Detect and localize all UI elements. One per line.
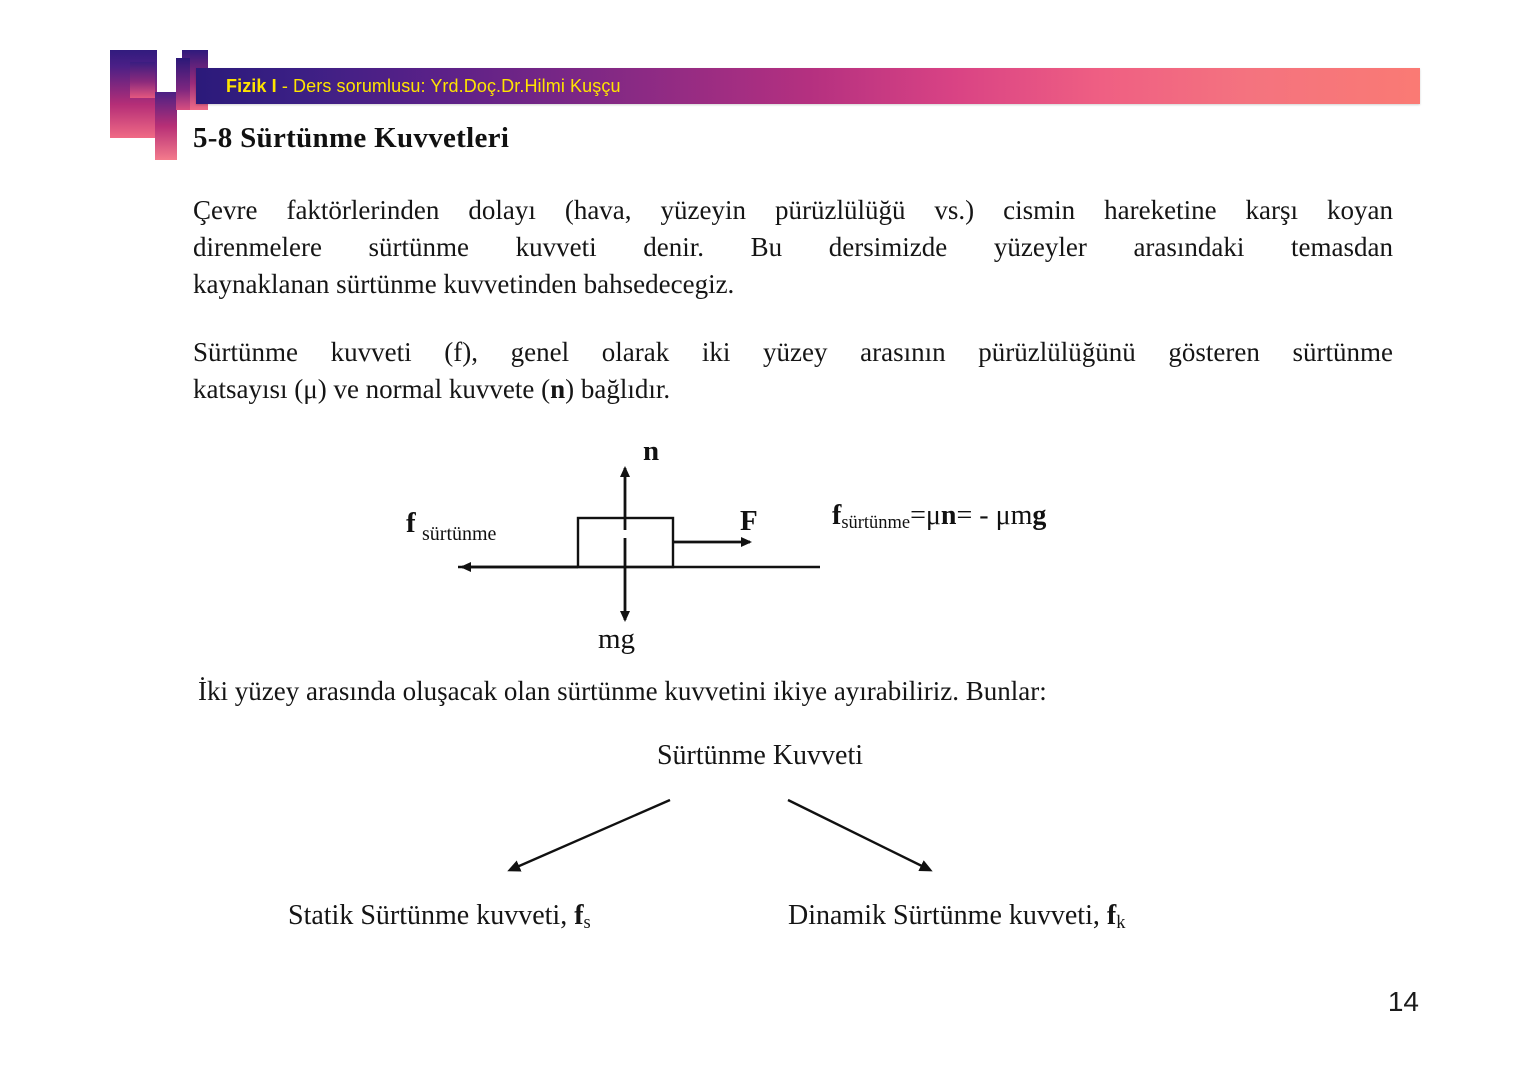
paragraph-definition-line-2-a: katsayısı (μ) ve normal kuvvete ( [193, 374, 551, 404]
tree-arrow-right [787, 798, 933, 872]
applied-force-label: F [740, 505, 758, 537]
tree-leaf-kinetic-label: Dinamik Sürtünme kuvveti, [788, 900, 1107, 931]
tree-leaf-kinetic-symbol: f [1106, 900, 1117, 931]
page-title: 5-8 Sürtünme Kuvvetleri [193, 122, 510, 154]
tree-leaf-kinetic-symbol-sub: k [1116, 912, 1126, 933]
friction-force-label-sub: sürtünme [422, 523, 497, 545]
page-number: 14 [1387, 986, 1419, 1017]
decoration-block-1 [110, 50, 157, 138]
free-body-diagram-svg: n mg F f sürtünme [406, 435, 820, 655]
tree-arrow-left [507, 798, 671, 872]
decoration-block-2 [130, 62, 155, 98]
paragraph-definition-normal-symbol: n [550, 374, 566, 404]
paragraph-intro-line-1: Çevre faktörlerinden dolayı (hava, yüzey… [193, 195, 1393, 225]
tree-leaf-static-symbol-sub: s [583, 912, 591, 933]
free-body-diagram: n mg F f sürtünme [400, 430, 840, 660]
tree-leaf-static-label: Statik Sürtünme kuvveti, [288, 900, 575, 931]
decoration-block-5 [176, 58, 190, 110]
tree-leaf-kinetic: Dinamik Sürtünme kuvveti, fk [788, 900, 1125, 933]
paragraph-intro-line-2: direnmelere sürtünme kuvveti denir. Bu d… [193, 232, 1393, 262]
header-title: Fizik I - Ders sorumlusu: Yrd.Doç.Dr.Hil… [226, 76, 621, 97]
paragraph-definition-line-2-c: ) bağlıdır. [565, 374, 671, 404]
weight-force-label: mg [598, 623, 635, 655]
header-instructor-label: - Ders sorumlusu: Yrd.Doç.Dr.Hilmi Kuşçu [276, 75, 621, 96]
normal-force-label: n [643, 435, 659, 467]
friction-formula: fsürtünme=μn= - μmg [832, 500, 1046, 533]
slide-header-bar: Fizik I - Ders sorumlusu: Yrd.Doç.Dr.Hil… [196, 68, 1420, 104]
paragraph-definition-line-2: katsayısı (μ) ve normal kuvvete (n) bağl… [193, 371, 1393, 408]
formula-n: n [940, 500, 957, 531]
formula-f: f [832, 500, 842, 531]
paragraph-definition-line-1: Sürtünme kuvveti (f), genel olarak iki y… [193, 337, 1393, 367]
tree-leaf-static-symbol: f [574, 900, 584, 931]
formula-part-2: = - μm [956, 500, 1033, 531]
tree-root-label: Sürtünme Kuvveti [656, 740, 864, 771]
formula-part-1: =μ [910, 500, 941, 531]
paragraph-split-note: İki yüzey arasında oluşacak olan sürtünm… [198, 676, 1047, 706]
paragraph-intro-line-3: kaynaklanan sürtünme kuvvetinden bahsede… [193, 269, 735, 299]
tree-arrows-svg [507, 798, 933, 872]
decoration-block-3 [155, 92, 177, 160]
paragraph-definition: Sürtünme kuvveti (f), genel olarak iki y… [193, 334, 1393, 408]
friction-force-label: f [406, 507, 416, 539]
tree-leaf-static: Statik Sürtünme kuvveti, fs [288, 900, 591, 933]
friction-classification-tree: Sürtünme Kuvveti Statik Sürtünme kuvveti… [280, 740, 1240, 950]
formula-f-subscript: sürtünme [841, 512, 911, 533]
header-course-label: Fizik I [226, 75, 277, 96]
paragraph-intro: Çevre faktörlerinden dolayı (hava, yüzey… [193, 192, 1393, 303]
formula-g: g [1032, 500, 1047, 531]
